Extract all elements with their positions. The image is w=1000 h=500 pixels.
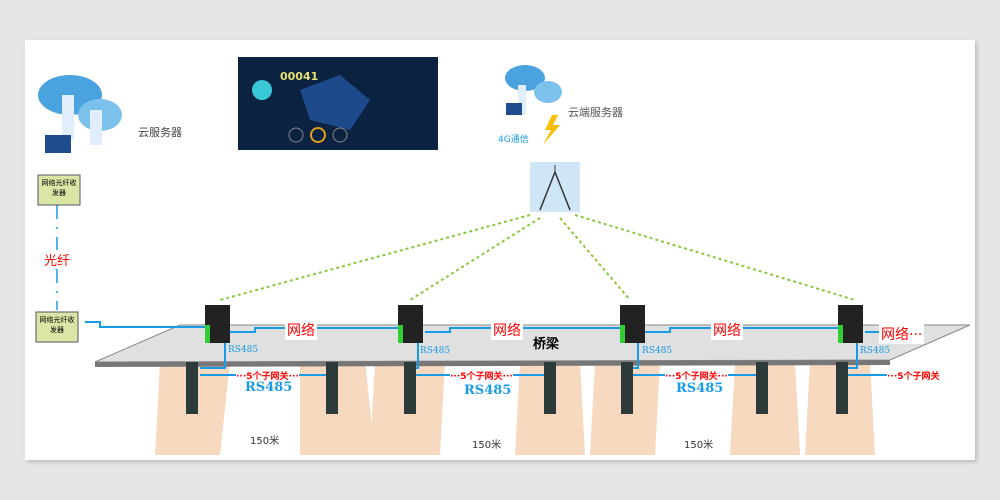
4g-label: 4G通信 xyxy=(498,135,529,145)
wireless-links xyxy=(219,214,856,301)
cloud-icon-left xyxy=(38,75,122,153)
network-line xyxy=(85,321,890,376)
bridge-piers xyxy=(155,362,875,455)
distance-label: 150米 xyxy=(472,440,502,451)
distance-label: 150米 xyxy=(250,436,280,447)
cloud-server-right-label: 云端服务器 xyxy=(568,106,623,119)
network-label: 网络 xyxy=(491,320,523,340)
fiber-label: 光纤 xyxy=(44,250,71,269)
dashboard-thumbnail xyxy=(238,57,438,150)
sub-gateways-label: ···5个子网关 xyxy=(887,369,940,382)
cloud-server-left-label: 云服务器 xyxy=(138,126,182,139)
rs485-label: RS485 xyxy=(642,346,673,356)
distance-label: 150米 xyxy=(684,440,714,451)
rs485-bus-label: RS485 xyxy=(464,383,512,398)
rs485-label: RS485 xyxy=(420,346,451,356)
rs485-bus-label: RS485 xyxy=(245,380,293,395)
transceiver-bottom-label: 网络光纤收发器 xyxy=(39,316,75,334)
main-gateways xyxy=(205,305,863,343)
network-label: 网络 xyxy=(285,320,317,340)
transceiver-top-label: 网络光纤收发器 xyxy=(41,179,77,197)
sub-gateways-label: ···5个子网关··· xyxy=(450,369,513,382)
sub-gateways-label: ···5个子网关··· xyxy=(665,369,728,382)
network-label: 网络 xyxy=(711,320,743,340)
rs485-bus-label: RS485 xyxy=(676,381,724,396)
network-label: 网络··· xyxy=(879,324,925,344)
fiber-transceivers xyxy=(35,174,81,343)
rs485-label: RS485 xyxy=(860,346,891,356)
cloud-icon-right xyxy=(505,65,562,145)
rs485-label: RS485 xyxy=(228,345,259,355)
lightning-icon xyxy=(543,115,560,145)
bridge-label: 桥梁 xyxy=(533,337,560,352)
sub-gateways-label: ···5个子网关··· xyxy=(236,369,299,382)
cell-tower-icon xyxy=(530,162,580,212)
dashboard-counter: 00041 xyxy=(280,70,319,83)
sub-gateways xyxy=(186,362,848,414)
